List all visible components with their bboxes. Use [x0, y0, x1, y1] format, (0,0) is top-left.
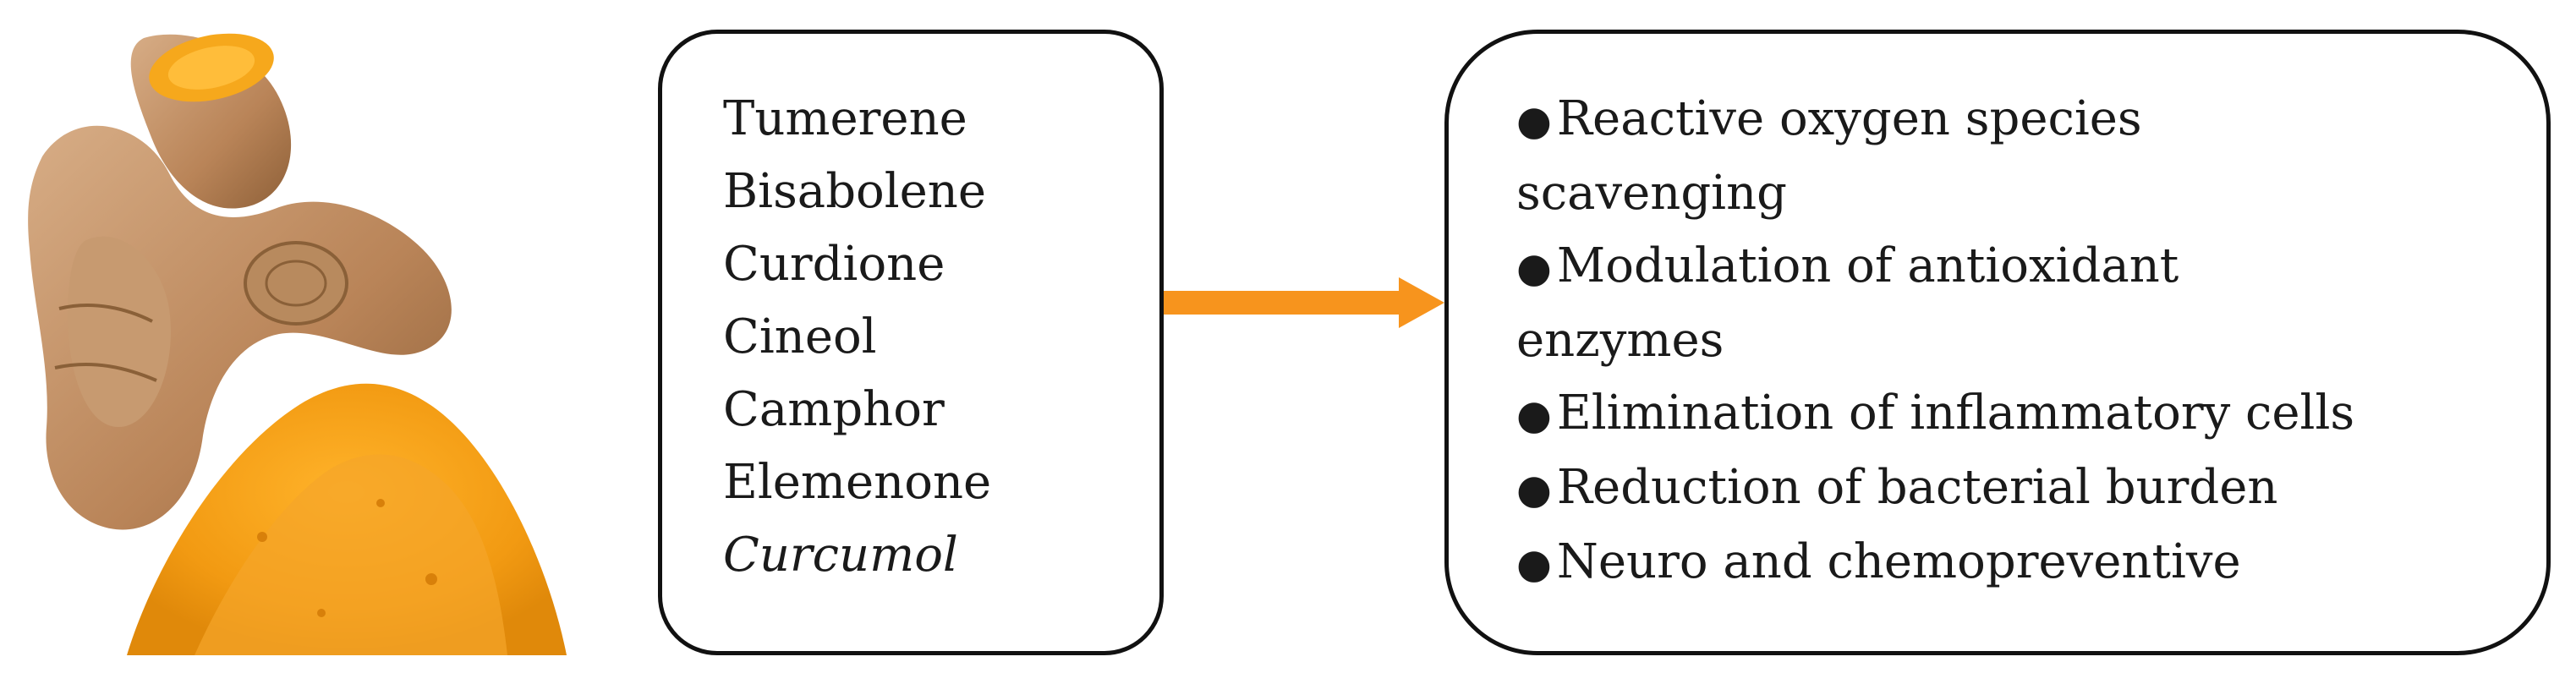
- effect-item: ●Reactive oxygen species scavenging: [1516, 83, 2354, 230]
- effect-item: ●Elimination of inflammatory cells: [1516, 377, 2354, 451]
- powder-speck: [317, 609, 326, 617]
- compounds-box: Tumerene Bisabolene Curdione Cineol Camp…: [658, 30, 1164, 655]
- compound-item: Curcumol: [723, 528, 958, 583]
- bullet-icon: ●: [1516, 391, 1552, 439]
- bullet-icon: ●: [1516, 540, 1552, 588]
- rhizome-cut-face: [167, 46, 255, 90]
- rhizome-ring: [244, 241, 348, 326]
- compound-item: Bisabolene: [723, 164, 987, 219]
- compound-item: Camphor: [723, 382, 945, 437]
- right-arrow-icon: [1164, 277, 1444, 328]
- bullet-icon: ●: [1516, 244, 1552, 292]
- arrow-head: [1399, 277, 1444, 328]
- rhizome-ring: [265, 260, 327, 307]
- compound-list: Tumerene Bisabolene Curdione Cineol Camp…: [723, 83, 991, 592]
- arrow-shaft: [1164, 291, 1406, 315]
- effect-item: ●Neuro and chemopreventive: [1516, 526, 2354, 600]
- rhizome-ring: [54, 303, 157, 382]
- effect-item: ●Reduction of bacterial burden: [1516, 451, 2354, 526]
- compound-item: Cineol: [723, 309, 877, 364]
- compound-item: Elemenone: [723, 455, 992, 510]
- powder-speck: [376, 499, 385, 507]
- effect-text: Reactive oxygen species: [1556, 91, 2142, 146]
- bullet-icon: ●: [1516, 466, 1552, 513]
- bullet-icon: ●: [1516, 97, 1552, 145]
- powder-pile: [195, 454, 507, 655]
- effect-text: Elimination of inflammatory cells: [1556, 386, 2355, 440]
- turmeric-image: [28, 33, 567, 655]
- powder-speck: [257, 532, 267, 542]
- effect-text: Modulation of antioxidant: [1556, 238, 2179, 293]
- rhizome-shape: [68, 236, 171, 427]
- effect-text-continued: enzymes: [1516, 313, 1724, 368]
- effect-text: Reduction of bacterial burden: [1556, 460, 2278, 515]
- effect-item: ●Modulation of antioxidant enzymes: [1516, 230, 2354, 377]
- effect-text-continued: scavenging: [1516, 166, 1788, 221]
- rhizome-shape: [28, 125, 452, 530]
- powder-speck: [425, 573, 437, 585]
- effect-text: Neuro and chemopreventive: [1556, 534, 2241, 589]
- compound-item: Curdione: [723, 237, 945, 292]
- compound-item: Tumerene: [723, 91, 967, 146]
